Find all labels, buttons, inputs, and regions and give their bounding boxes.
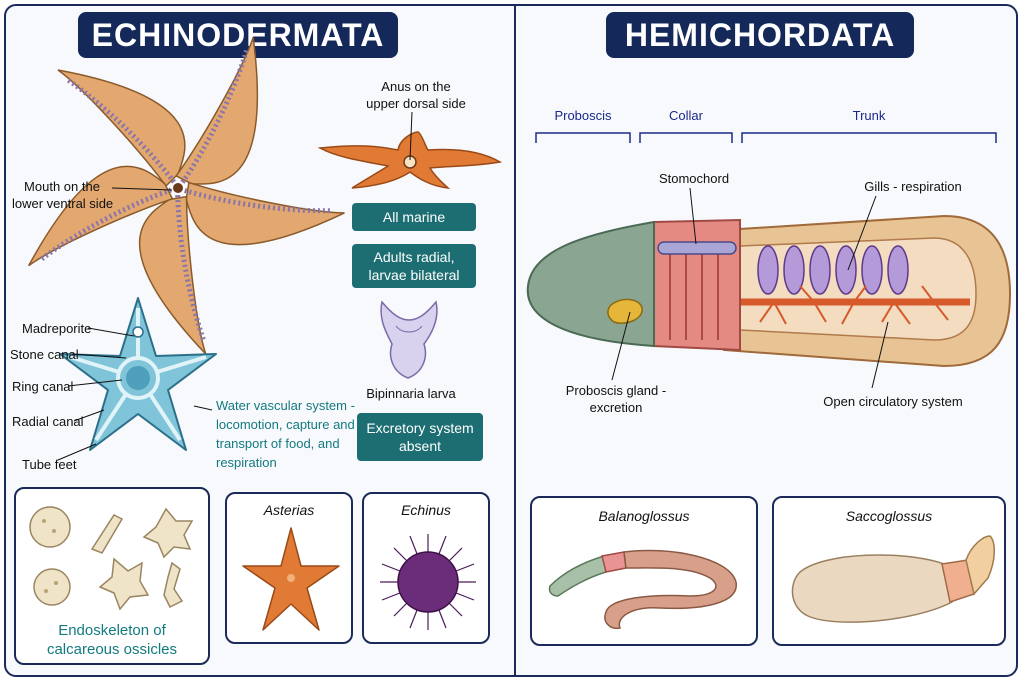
trunk-region-label: Trunk bbox=[852, 108, 886, 123]
gills-label: Gills - respiration bbox=[864, 179, 962, 194]
balanoglossus-title: Balanoglossus bbox=[598, 508, 690, 524]
collar-region-label: Collar bbox=[669, 108, 703, 123]
balanoglossus-box: Balanoglossus bbox=[530, 496, 758, 646]
tube-feet-label: Tube feet bbox=[22, 457, 77, 472]
asterias-illustration bbox=[242, 527, 340, 631]
echinus-illustration bbox=[380, 534, 476, 630]
echinus-box: Echinus bbox=[362, 492, 490, 644]
hemichordate-anatomy-illustration bbox=[526, 214, 1012, 368]
stomochord-label: Stomochord bbox=[658, 171, 730, 186]
saccoglossus-box: Saccoglossus bbox=[772, 496, 1006, 646]
madreporite-label: Madreporite bbox=[22, 321, 92, 336]
hemichordata-title: HEMICHORDATA bbox=[606, 12, 914, 58]
saccoglossus-title: Saccoglossus bbox=[845, 508, 933, 524]
proboscis-gland-label: Proboscis gland - excretion bbox=[565, 383, 667, 415]
starfish-ventral-illustration bbox=[28, 37, 345, 355]
asterias-title: Asterias bbox=[263, 502, 315, 518]
stone-canal-label: Stone canal bbox=[10, 347, 79, 362]
circulatory-label: Open circulatory system bbox=[823, 394, 963, 409]
symmetry-pill: Adults radial, larvae bilateral bbox=[352, 244, 476, 288]
excretory-pill: Excretory system absent bbox=[357, 413, 483, 461]
asterias-box: Asterias bbox=[225, 492, 353, 644]
ossicles-illustration bbox=[29, 506, 194, 611]
ring-canal-label: Ring canal bbox=[12, 379, 74, 394]
all-marine-pill: All marine bbox=[352, 203, 476, 231]
echinodermata-title: ECHINODERMATA bbox=[78, 12, 398, 58]
echinus-title: Echinus bbox=[401, 502, 451, 518]
water-vascular-caption: Water vascular system - locomotion, capt… bbox=[216, 398, 355, 470]
balanoglossus-illustration bbox=[548, 549, 737, 630]
panel-divider bbox=[514, 4, 516, 677]
larva-label: Bipinnaria larva bbox=[366, 386, 456, 401]
saccoglossus-illustration bbox=[791, 535, 995, 623]
proboscis-region-label: Proboscis bbox=[554, 108, 612, 123]
anus-label: Anus on the upper dorsal side bbox=[366, 79, 466, 111]
bipinnaria-larva-illustration bbox=[380, 300, 438, 379]
endoskeleton-caption: Endoskeleton of calcareous ossicles bbox=[46, 622, 178, 658]
endoskeleton-box: Endoskeleton of calcareous ossicles bbox=[14, 487, 210, 665]
mouth-label: Mouth on the lower ventral side bbox=[12, 179, 114, 211]
radial-canal-label: Radial canal bbox=[12, 414, 84, 429]
